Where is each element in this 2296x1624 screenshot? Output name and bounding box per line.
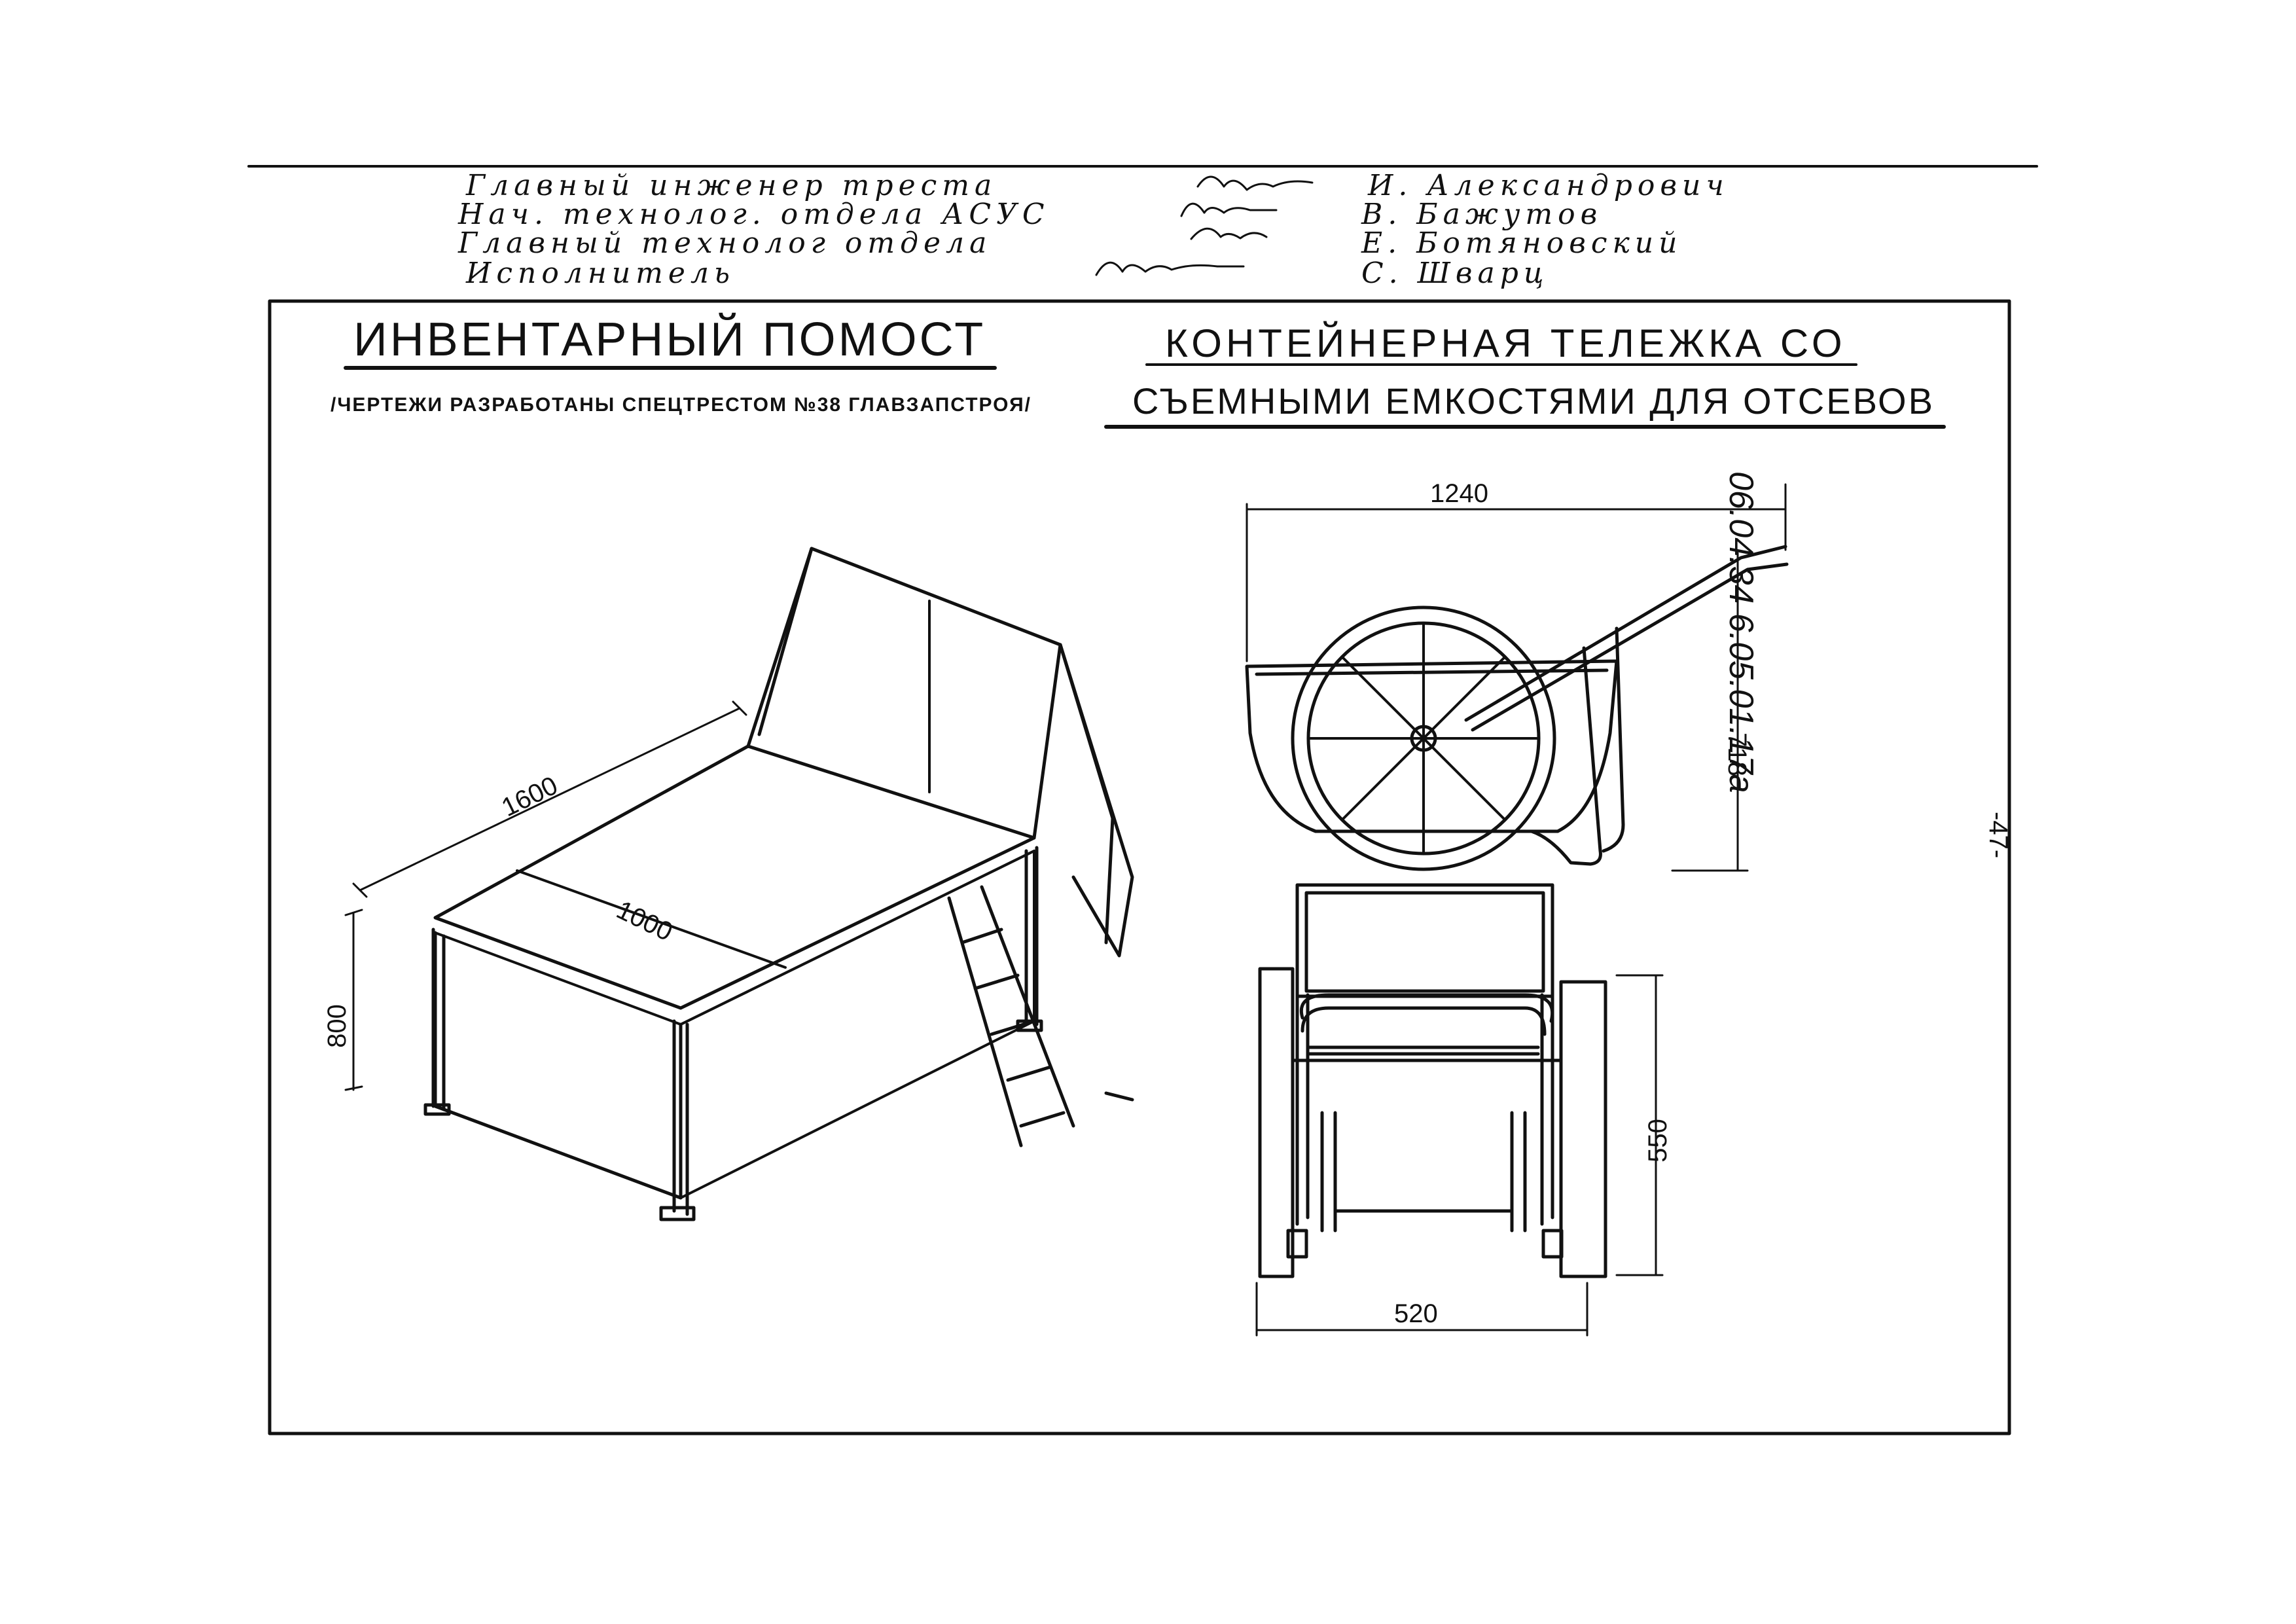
right-title-line2: съемными емкостями для отсевов <box>1132 380 1935 422</box>
signatures <box>1095 175 1314 276</box>
platform-front <box>433 931 683 1200</box>
cart-front-view <box>1255 883 1664 1337</box>
role-chief-engineer: Главный инженер треста <box>466 169 997 202</box>
name-bazhutov: В. Бажутов <box>1361 198 1603 231</box>
dim-cart-length: 1240 <box>1430 479 1488 508</box>
sheet-frame <box>268 299 2011 1435</box>
name-aleksandrovich: И. Александрович <box>1368 169 1729 202</box>
role-chief-technologist: Главный технолог отдела <box>458 226 992 260</box>
cart-wheel <box>1291 605 1556 871</box>
platform-top <box>433 744 1036 1010</box>
cart-container <box>1245 659 1619 833</box>
cart-side-view <box>1245 483 1789 872</box>
name-botyanovsky: Е. Ботяновский <box>1361 226 1683 260</box>
right-title-line1: Контейнерная тележка со <box>1165 321 1846 365</box>
cart-top-frame <box>1295 883 1554 998</box>
left-subtitle: /Чертежи разработаны спецтрестом №38 Гла… <box>331 394 1031 416</box>
cart-handle <box>1464 545 1789 732</box>
role-head-technologist-asus: Нач. технолог. отдела АСУС <box>458 198 1050 231</box>
platform-drawing <box>344 547 1134 1221</box>
platform-back-panel <box>746 547 1062 840</box>
platform-ladder <box>947 885 1075 1147</box>
cart-right-wheel <box>1559 980 1607 1278</box>
role-executor: Исполнитель <box>466 257 735 290</box>
cart-left-wheel <box>1258 967 1295 1278</box>
left-title: Инвентарный помост <box>353 314 986 366</box>
name-shvarts: С. Шварц <box>1361 257 1549 290</box>
dim-cart-width: 520 <box>1394 1299 1438 1328</box>
